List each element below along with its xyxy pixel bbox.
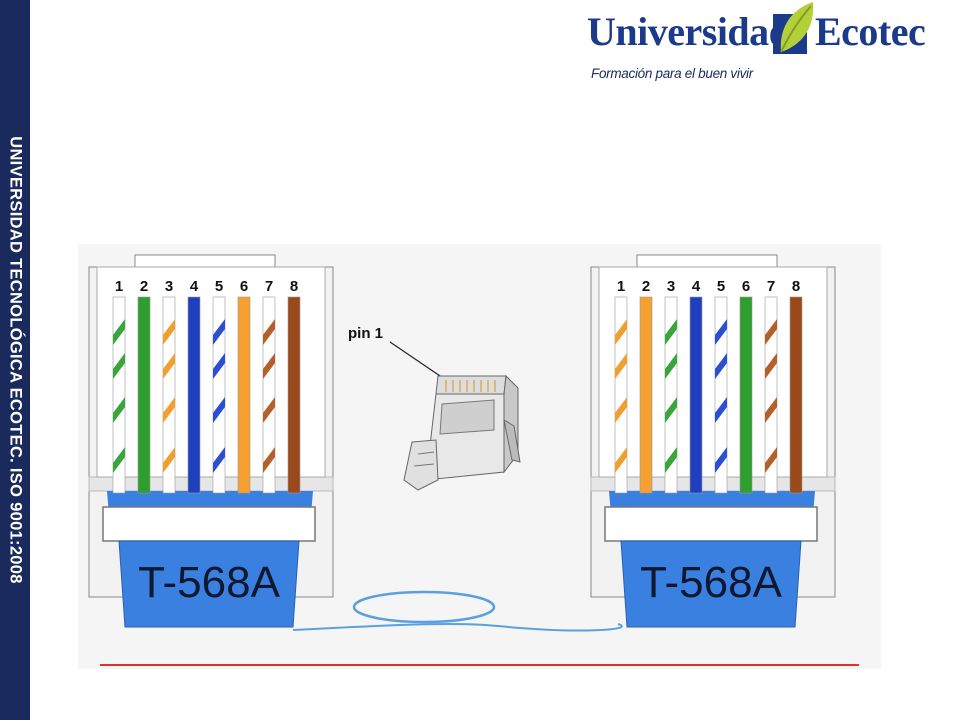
left-pin-number-3: 3 xyxy=(165,278,173,295)
left-boot-band xyxy=(102,506,316,542)
left-wire-6 xyxy=(237,296,251,494)
right-pin-number-8: 8 xyxy=(792,278,800,295)
rj45-plug-icon xyxy=(403,374,521,491)
pin1-leader xyxy=(389,341,447,381)
left-pin-number-4: 4 xyxy=(190,278,199,295)
left-boot xyxy=(118,540,300,628)
right-wire-5-stripe-4 xyxy=(715,447,727,473)
logo: Universidad Ecotec Formación para el bue… xyxy=(585,0,955,90)
left-wire-1-stripe-2 xyxy=(113,353,125,379)
cable-loop xyxy=(352,590,496,624)
right-wire-5-stripe-2 xyxy=(715,353,727,379)
right-top-tab xyxy=(636,254,778,268)
right-wire-1-stripe-4 xyxy=(615,447,627,473)
right-pin-number-3: 3 xyxy=(667,278,675,295)
logo-name-right: Ecotec xyxy=(815,9,926,54)
right-pin-number-7: 7 xyxy=(767,278,775,295)
left-wire-5 xyxy=(212,296,226,494)
left-wire-5-stripe-2 xyxy=(213,353,225,379)
left-pin-number-1: 1 xyxy=(115,278,123,295)
sidebar-text: UNIVERSIDAD TECNOLÓGICA ECOTEC. ISO 9001… xyxy=(6,136,25,584)
left-pin-number-5: 5 xyxy=(215,278,223,295)
right-wire-2 xyxy=(639,296,653,494)
logo-name-left: Universidad xyxy=(587,9,791,54)
right-wire-7-stripe-1 xyxy=(765,319,777,345)
right-wire-3 xyxy=(664,296,678,494)
right-wire-4 xyxy=(689,296,703,494)
right-wire-1-stripe-2 xyxy=(615,353,627,379)
left-wire-5-stripe-3 xyxy=(213,397,225,423)
left-wire-7-stripe-4 xyxy=(263,447,275,473)
left-wire-3-stripe-4 xyxy=(163,447,175,473)
left-wire-8 xyxy=(287,296,301,494)
right-wire-3-stripe-3 xyxy=(665,397,677,423)
right-pin-number-6: 6 xyxy=(742,278,750,295)
sidebar-band: UNIVERSIDAD TECNOLÓGICA ECOTEC. ISO 9001… xyxy=(0,0,30,720)
left-pin-number-8: 8 xyxy=(290,278,298,295)
right-wire-3-stripe-4 xyxy=(665,447,677,473)
left-top-tab xyxy=(134,254,276,268)
right-boot-band xyxy=(604,506,818,542)
left-wire-1-stripe-1 xyxy=(113,319,125,345)
right-wire-7-stripe-4 xyxy=(765,447,777,473)
right-pin-number-2: 2 xyxy=(642,278,650,295)
left-wire-1-stripe-4 xyxy=(113,447,125,473)
right-wire-1-stripe-1 xyxy=(615,319,627,345)
logo-tagline: Formación para el buen vivir xyxy=(591,66,753,81)
left-wire-window xyxy=(96,266,326,478)
left-wire-3-stripe-3 xyxy=(163,397,175,423)
right-wire-window xyxy=(598,266,828,478)
right-wire-5 xyxy=(714,296,728,494)
right-wire-1 xyxy=(614,296,628,494)
cable xyxy=(292,622,623,632)
left-wire-3-stripe-1 xyxy=(163,319,175,345)
left-wire-3-stripe-2 xyxy=(163,353,175,379)
left-wire-7-stripe-2 xyxy=(263,353,275,379)
right-wire-3-stripe-2 xyxy=(665,353,677,379)
right-wire-7 xyxy=(764,296,778,494)
left-pin-number-2: 2 xyxy=(140,278,148,295)
left-wire-1 xyxy=(112,296,126,494)
right-wire-6 xyxy=(739,296,753,494)
right-pin-number-5: 5 xyxy=(717,278,725,295)
pin1-label: pin 1 xyxy=(348,325,383,342)
right-wire-5-stripe-1 xyxy=(715,319,727,345)
left-pin-number-6: 6 xyxy=(240,278,248,295)
left-wire-5-stripe-4 xyxy=(213,447,225,473)
right-wire-5-stripe-3 xyxy=(715,397,727,423)
left-label: T-568A xyxy=(138,558,281,607)
left-wire-7-stripe-1 xyxy=(263,319,275,345)
left-wire-2 xyxy=(137,296,151,494)
left-wire-1-stripe-3 xyxy=(113,397,125,423)
left-wire-5-stripe-1 xyxy=(213,319,225,345)
right-wire-3-stripe-1 xyxy=(665,319,677,345)
right-wire-7-stripe-2 xyxy=(765,353,777,379)
right-wire-1-stripe-3 xyxy=(615,397,627,423)
left-wire-7-stripe-3 xyxy=(263,397,275,423)
right-pin-number-1: 1 xyxy=(617,278,625,295)
left-wire-4 xyxy=(187,296,201,494)
right-wire-8 xyxy=(789,296,803,494)
left-wire-3 xyxy=(162,296,176,494)
leaf-icon xyxy=(773,2,814,54)
right-boot xyxy=(620,540,802,628)
right-label: T-568A xyxy=(640,558,783,607)
left-pin-number-7: 7 xyxy=(265,278,273,295)
right-wire-7-stripe-3 xyxy=(765,397,777,423)
left-wire-7 xyxy=(262,296,276,494)
right-pin-number-4: 4 xyxy=(692,278,701,295)
